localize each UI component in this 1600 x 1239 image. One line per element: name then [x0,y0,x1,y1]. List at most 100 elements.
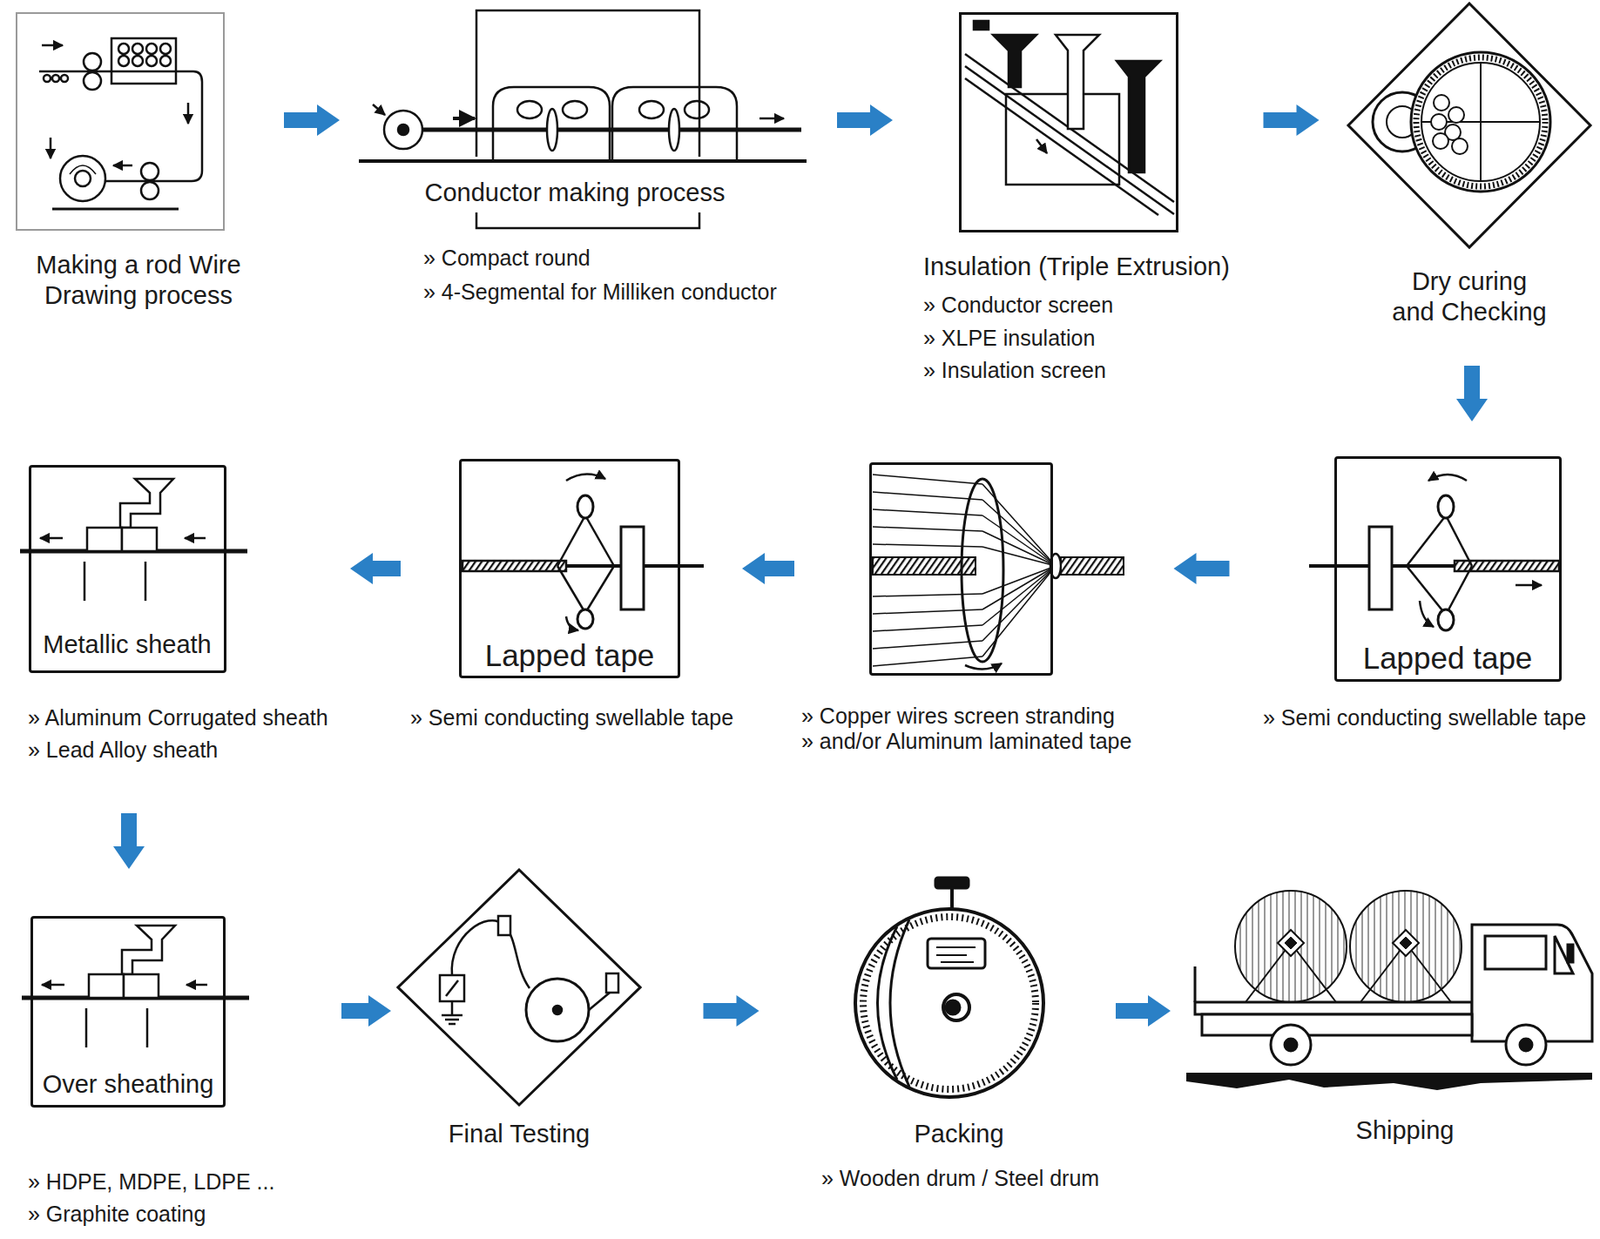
taping-head-part [1419,600,1434,628]
diamond-outline [398,870,641,1106]
cable-drum-part [943,994,970,1021]
taping-head-part [1437,495,1454,519]
stranding-machine-part [403,128,802,133]
sheath-extruder-part [184,537,206,541]
sheath-extruder-part [123,974,159,999]
bullet-item: » Wooden drum / Steel drum [821,1165,1100,1192]
test-set-part [448,1023,456,1027]
taping-head [462,473,704,631]
stranding-machine-part [517,101,542,119]
cable-drum-part [936,954,967,957]
truck-part [1186,1073,1593,1091]
flow-arrow [703,995,760,1027]
screen-stranding-part [982,515,1056,567]
truck-part [1350,891,1462,1003]
taping-head-part [1437,609,1454,631]
test-set-part [526,978,589,1042]
extrusion-head-part [973,20,989,30]
flow-arrow [113,813,145,870]
screen-stranding-part [982,499,1056,567]
sheath-extruder-part [87,527,122,552]
wire-drawing-machine-part [49,137,53,159]
wire-drawing-machine-part [132,55,143,67]
stranding-machine-part [384,110,423,149]
taping-head-part [577,495,594,519]
cable-cross-section-part [1421,62,1540,182]
flow-arrow [1263,104,1320,136]
truck [1186,891,1593,1091]
extrusion-head-part [1116,60,1161,173]
cable-drum-part [877,926,898,1081]
truck-part [1392,930,1419,957]
cable-cross-section-part [1410,52,1551,192]
cable-drum [855,877,1044,1098]
step-title: Dry curing and Checking [1390,266,1549,328]
wire-drawing-machine-part [132,43,143,55]
step-frame [15,12,225,231]
truck-part [1194,966,1197,1003]
bullet-item: » Compact round [423,244,591,271]
flow-arrow [742,553,795,585]
truck-part [1245,943,1291,1003]
screen-stranding-part [982,546,1056,567]
sheath-extruder-part [146,1008,149,1048]
flow-arrow [1115,995,1171,1027]
bullet-item: » Conductor screen [923,291,1114,318]
wire-drawing-machine-part [146,55,157,67]
wire-drawing-machine-part [41,44,63,48]
taping-head-part [621,526,644,610]
stranding-machine-part [358,159,807,163]
sheath-extruder [20,479,248,601]
wire-drawing-machine-part [69,165,96,175]
screen-stranding-part [872,474,983,485]
sheath-extruder-part [83,561,87,601]
cable-drum-part [935,877,969,889]
test-set-part [606,973,619,993]
sheath-extruder-part [121,527,157,552]
sheath-extruder [21,925,250,1048]
test-set-part [441,1014,463,1018]
truck-part [1405,943,1452,1003]
extrusion-head-part [1055,34,1100,129]
cable-drum-part [855,909,1044,1098]
test-set-part [553,1005,562,1015]
bullet-item: » and/or Aluminum laminated tape [801,728,1132,755]
step-title: Lapped tape [1338,640,1557,677]
wire-drawing-machine-part [160,43,171,55]
process-step: Metallic sheath» Aluminum Corrugated she… [22,465,345,767]
bullet-item: » Lead Alloy sheath [27,736,218,763]
step-title: Conductor making process [391,177,758,209]
bullet-item: » Graphite coating [27,1201,206,1228]
bullet-item: » HDPE, MDPE, LDPE ... [27,1168,275,1195]
process-step: Conductor making process» Compact round»… [358,8,807,309]
step-title: Making a rod Wire Drawing process [16,249,261,311]
flow-arrow [1174,553,1230,585]
flow-arrow [341,995,392,1027]
wire-drawing-machine [39,38,203,210]
stranding-machine-part [492,87,610,162]
screen-stranding [872,474,1124,670]
bullet-item: » Aluminum Corrugated sheath [27,704,329,731]
screen-stranding-part [872,544,983,547]
wire-drawing-machine-part [111,38,176,84]
step-title: Over sheathing [31,1069,225,1101]
truck-part [1485,936,1546,970]
step-title: Packing [871,1119,1047,1150]
wire-drawing-machine-part [43,74,51,82]
taping-head-part [566,473,606,481]
screen-stranding-part [1060,557,1124,575]
cable-cross-section-part [1433,94,1450,111]
stranding-machine-part [476,10,700,157]
taping-head-part [1428,474,1467,481]
wire-drawing-machine-part [141,162,159,181]
stranding-machine-part [546,108,558,151]
stranding-machine-part [398,124,409,136]
stranding-machine-part [759,117,784,121]
process-step: Making a rod Wire Drawing process [12,12,265,315]
cable-drum-part [950,888,954,910]
wire-drawing-machine-part [83,53,102,71]
process-step: Lapped tape» Semi conducting swellable t… [405,459,737,735]
test-set-part [439,975,465,1002]
process-step: Lapped tape» Semi conducting swellable t… [1259,456,1594,735]
